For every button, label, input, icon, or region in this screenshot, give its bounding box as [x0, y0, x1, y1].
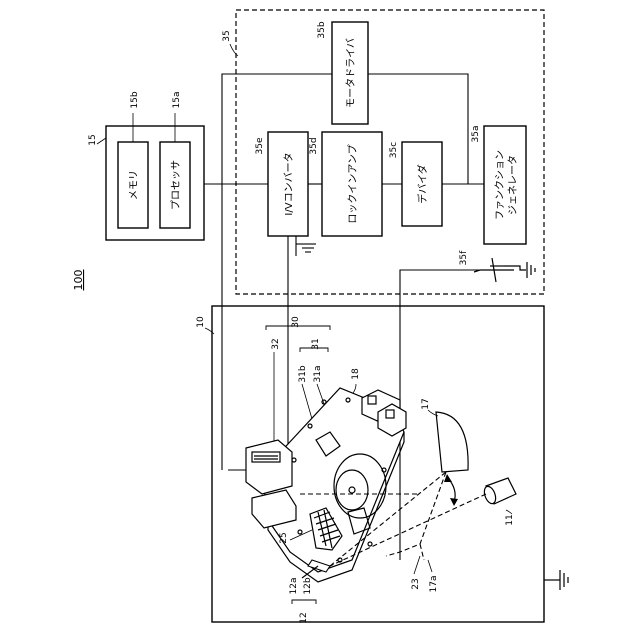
ref-17a: 17a	[429, 576, 439, 593]
ref-12a: 12a	[289, 578, 299, 595]
figure-number: 100	[72, 270, 85, 291]
ref-30: 30	[291, 316, 301, 328]
lockin-amp-label: ロックインアンプ	[347, 144, 359, 223]
ref-15b: 15b	[130, 91, 140, 108]
ref-12: 12	[299, 612, 309, 623]
chamber-ground	[544, 570, 568, 590]
mirror-17	[436, 412, 468, 472]
ref-35e: 35e	[255, 137, 265, 154]
ref-12b: 12b	[303, 577, 313, 594]
ref-35a: 35a	[471, 126, 481, 143]
ref-18: 18	[351, 368, 361, 380]
ref-35f: 35f	[459, 250, 469, 265]
ref-15: 15	[88, 134, 98, 145]
motor-driver-label: モータドライバ	[345, 38, 357, 108]
ref-23: 23	[411, 578, 421, 589]
divider-label: デバイダ	[416, 164, 429, 204]
ref-11: 11	[505, 514, 515, 525]
function-gen-label-2: ジェネレータ	[507, 155, 519, 215]
ref-32: 32	[271, 338, 281, 349]
processor-label: プロセッサ	[170, 160, 182, 210]
light-source-11	[482, 478, 516, 505]
iv-converter-label: I/Vコンバータ	[283, 152, 295, 215]
ref-10: 10	[196, 316, 206, 328]
ref-35c: 35c	[389, 142, 399, 158]
variable-source-35f	[474, 258, 535, 282]
ref-35b: 35b	[317, 21, 327, 38]
ref-35d: 35d	[309, 137, 319, 154]
ref-17: 17	[421, 398, 431, 409]
ref-31a: 31a	[313, 366, 323, 383]
ref-25: 25	[279, 532, 289, 543]
ref-31: 31	[311, 338, 321, 349]
motor-unit	[246, 440, 296, 528]
function-gen-label-1: ファンクション	[494, 150, 506, 220]
memory-label: メモリ	[129, 170, 140, 200]
ref-35: 35	[222, 30, 232, 41]
ref-31b: 31b	[298, 365, 308, 382]
ref-15a: 15a	[172, 92, 182, 109]
